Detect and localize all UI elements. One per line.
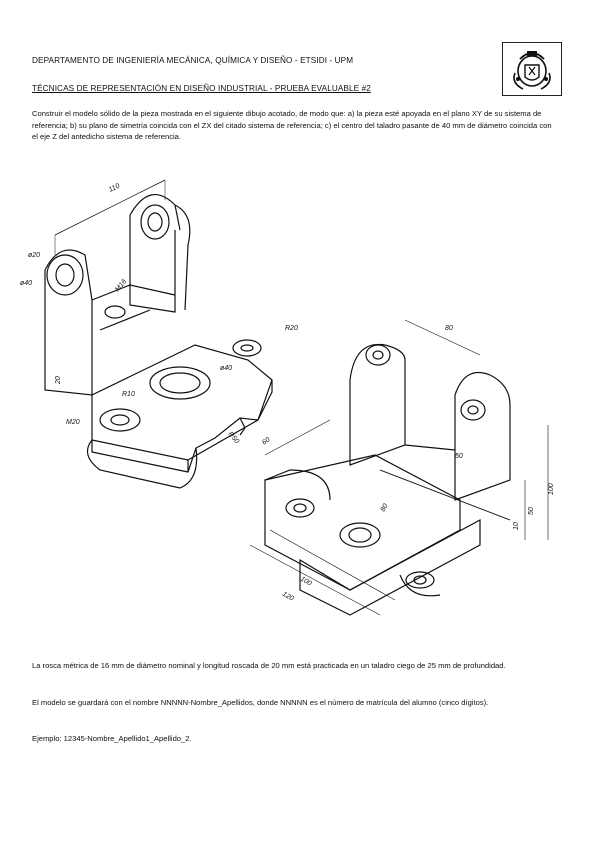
dim-r20: R20 (285, 325, 298, 332)
dim-m16: M16 (114, 278, 128, 293)
dim-50-vertical: 50 (528, 507, 535, 515)
dim-100-vertical: 100 (548, 483, 555, 495)
left-isometric-view (44, 179, 273, 489)
dim-m20: M20 (66, 419, 80, 426)
right-isometric-view (249, 319, 549, 616)
dim-d40: ø40 (220, 365, 232, 372)
dim-80-mid: 80 (380, 503, 390, 513)
dim-20: 20 (55, 376, 62, 385)
technical-drawing: 110 ø20 ø40 M16 R20 ø40 R10 M20 20 R50 8… (20, 179, 555, 616)
save-note: El modelo se guardará con el nombre NNNN… (32, 698, 489, 707)
example-note: Ejemplo: 12345-Nombre_Apellido1_Apellido… (32, 734, 192, 743)
dim-r10: R10 (122, 391, 135, 398)
dim-r20-top: ø20 (28, 252, 40, 259)
dim-110: 110 (108, 183, 121, 194)
thread-note: La rosca métrica de 16 mm de diámetro no… (32, 661, 506, 670)
dim-60: 60 (261, 436, 271, 446)
dim-r50: R50 (226, 431, 240, 445)
dim-10: 10 (513, 522, 520, 530)
dim-50: 50 (455, 453, 463, 460)
dim-100-length: 100 (299, 576, 313, 588)
instructions-intro: Construir el modelo sólido de la pieza m… (32, 109, 552, 142)
university-crest (502, 42, 562, 96)
department-header: DEPARTAMENTO DE INGENIERÍA MECÁNICA, QUÍ… (32, 56, 354, 65)
dim-d40-side: ø40 (20, 280, 32, 287)
university-crest-icon (513, 51, 551, 90)
dim-120-length: 120 (281, 591, 295, 603)
course-title: TÉCNICAS DE REPRESENTACIÓN EN DISEÑO IND… (32, 84, 371, 93)
dim-80-top: 80 (445, 325, 453, 332)
